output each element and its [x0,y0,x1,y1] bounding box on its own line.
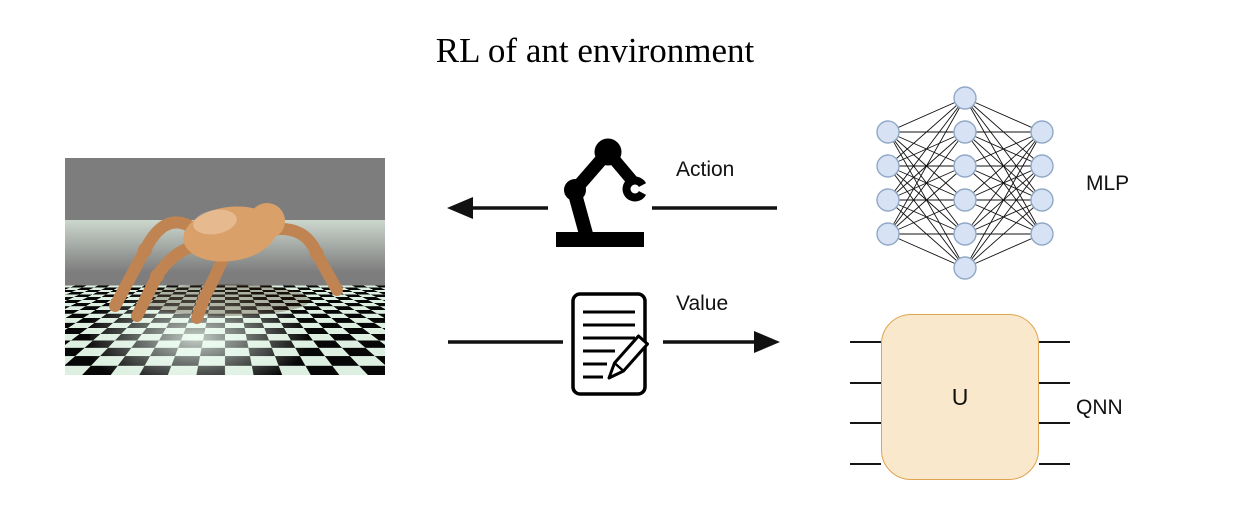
mlp-node [1030,222,1054,246]
ant-head [249,203,285,239]
mlp-node [953,256,977,280]
qnn-wires-right [1039,341,1070,465]
mlp-node [953,120,977,144]
mlp-node [1030,120,1054,144]
arrowhead-left [447,197,473,219]
diagram-title: RL of ant environment [435,31,755,70]
mlp-edge [964,131,1043,269]
qnn-wire [1039,422,1070,425]
qnn-wire [850,341,881,343]
value-label: Value [676,292,729,315]
robot-arm-icon [548,136,652,254]
mlp-edge [887,233,966,269]
mlp-edge [964,199,1043,269]
qnn-gate-label: U [951,383,969,410]
mlp-edge [964,165,1043,269]
qnn-wire [850,381,881,384]
qnn-wire [1039,381,1070,384]
mlp-edge [887,131,966,235]
mlp-edge [887,97,966,133]
mlp-node [953,188,977,212]
mlp-edge [964,131,1043,167]
action-label: Action [676,158,735,181]
ant-robot [109,203,343,324]
mlp-network [876,86,1054,280]
mlp-edge [964,233,1043,269]
ant-knee-joints [138,243,324,283]
qnn-unitary-box: U [881,314,1039,480]
mlp-node [876,154,900,178]
mlp-edge [964,131,1043,201]
mlp-label: MLP [1086,172,1130,195]
mlp-edge [887,165,966,235]
qnn-wire [1039,462,1070,465]
mlp-node [953,86,977,110]
qnn-wire [850,422,881,425]
arrowhead-right [754,331,780,353]
mlp-node [876,188,900,212]
qnn-wires-left [850,341,881,465]
ant-shadow [140,284,310,316]
ant-highlight [193,209,237,235]
mlp-node [876,222,900,246]
mlp-edge [887,97,966,235]
mlp-node [953,222,977,246]
mlp-edge [964,131,1043,235]
mlp-node [953,154,977,178]
mlp-edge [887,97,966,167]
mlp-edge [964,97,1043,133]
qnn-label: QNN [1076,396,1123,419]
mlp-edge [887,199,966,235]
mlp-node [876,120,900,144]
document-pencil-icon [563,288,663,403]
mlp-node [1030,188,1054,212]
qnn-wire [850,462,881,465]
qnn-wire [1039,341,1070,343]
mlp-edge [887,97,966,201]
ant-environment-image [65,158,385,375]
mlp-node [1030,154,1054,178]
